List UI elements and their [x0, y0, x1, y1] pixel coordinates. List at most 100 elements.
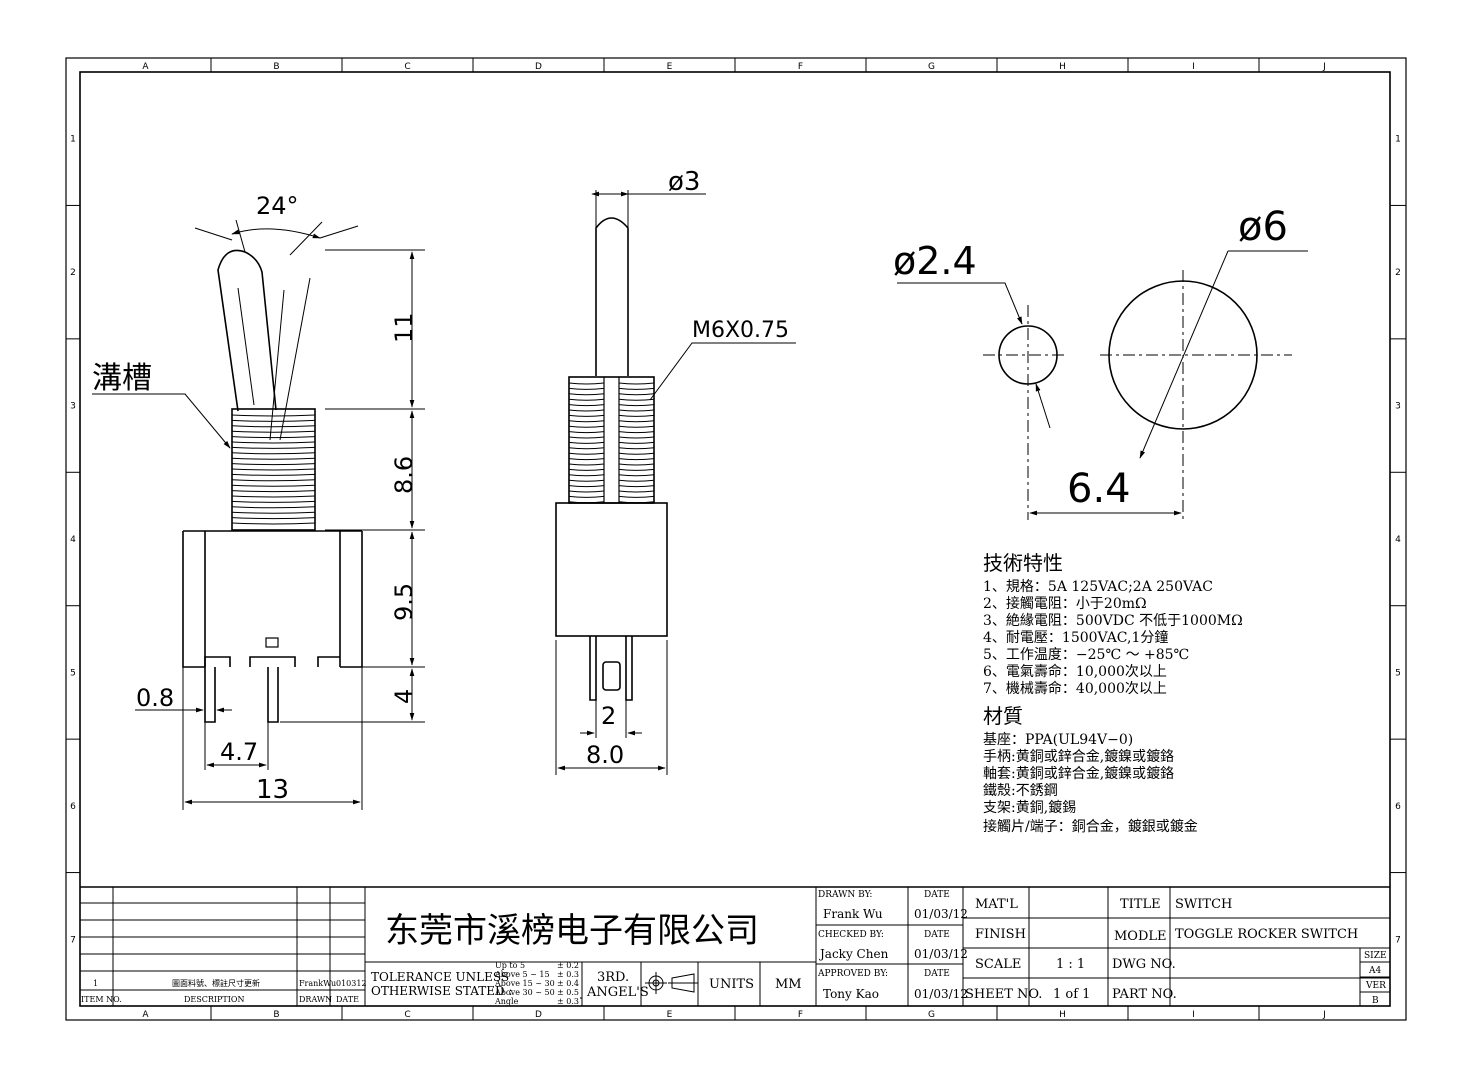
thread-line: [568, 468, 605, 471]
zone-column-label: E: [667, 1010, 673, 1020]
thread-line: [231, 430, 316, 433]
thread-line: [618, 468, 655, 471]
zone-column-label: H: [1059, 1010, 1066, 1020]
date-label: DATE: [924, 890, 950, 900]
thread-line: [568, 387, 605, 390]
thread-line: [231, 463, 316, 466]
ver-value: B: [1372, 996, 1379, 1006]
material-line: 接觸片/端子：銅合金，鍍銀或鍍金: [983, 818, 1198, 835]
drawn-by: Frank Wu: [823, 907, 883, 921]
material-line: 基座：PPA(UL94V−0): [983, 731, 1133, 748]
lever-diameter-label: ø3: [668, 167, 700, 197]
large-hole-label: ø6: [1238, 204, 1288, 250]
materials-heading: 材質: [983, 704, 1023, 728]
angle-label: 24°: [256, 192, 299, 220]
zone-column-label: G: [928, 1010, 935, 1020]
header-description: DESCRIPTION: [184, 995, 244, 1004]
thread-line: [618, 490, 655, 493]
zone-column-label: A: [142, 62, 149, 72]
thread-line: [618, 420, 655, 423]
ver-label: VER: [1365, 981, 1386, 991]
hole-spacing-label: 6.4: [1067, 466, 1131, 512]
tolerance-range: Above 30 ~ 50: [494, 988, 555, 997]
zone-row-label: 7: [1395, 935, 1401, 945]
thread-line: [568, 382, 605, 385]
zone-column-label: C: [404, 1010, 410, 1020]
thread-line: [568, 436, 605, 439]
tolerance-label-2: OTHERWISE STATED :: [371, 984, 513, 998]
thread-line: [231, 452, 316, 455]
sheet-value: 1 of 1: [1053, 987, 1090, 1002]
thread-line: [568, 441, 605, 444]
thread-line: [231, 517, 316, 520]
zone-row-label: 5: [1395, 668, 1401, 678]
company-name: 东莞市溪榜电子有限公司: [385, 911, 759, 951]
thread-line: [618, 414, 655, 417]
thread-line: [618, 387, 655, 390]
thread-label: M6X0.75: [692, 318, 789, 343]
spec-line: 5、工作温度：−25℃ ～ +85℃: [983, 647, 1189, 663]
zone-row-label: 1: [1395, 135, 1401, 145]
thread-line: [618, 436, 655, 439]
cutout-dim-labels: ø2.4 ø6 6.4: [893, 204, 1288, 512]
thread-line: [568, 393, 605, 396]
thread-line: [568, 398, 605, 401]
thread-line: [231, 473, 316, 476]
approved-date: 01/03/12: [914, 987, 968, 1001]
drawn-by-label: DRAWN BY:: [818, 890, 872, 900]
matl-label: MAT'L: [975, 897, 1018, 912]
thread-line: [568, 485, 605, 488]
groove-callout: 溝槽: [92, 361, 152, 396]
thread-line: [618, 431, 655, 434]
approved-by-label: APPROVED BY:: [817, 969, 888, 979]
tolerance-value: ± 0.4: [557, 979, 579, 988]
thread-line: [231, 511, 316, 514]
thread-line: [568, 431, 605, 434]
thread-line: [568, 414, 605, 417]
scale-label: SCALE: [975, 957, 1021, 972]
zone-row-label: 2: [1395, 268, 1401, 278]
body-depth-label: 8.0: [586, 741, 624, 769]
zone-row-label: 3: [1395, 402, 1401, 412]
thread-line: [568, 447, 605, 450]
units-label: UNITS: [709, 977, 754, 992]
thread-line: [568, 474, 605, 477]
thread-line: [231, 506, 316, 509]
zone-column-label: B: [273, 62, 279, 72]
zone-column-label: B: [273, 1010, 279, 1020]
tolerance-label-1: TOLERANCE UNLESS: [371, 970, 509, 984]
thread-line: [618, 447, 655, 450]
zone-row-label: 3: [70, 402, 76, 412]
terminal-length-label: 4: [390, 689, 418, 704]
thread-line: [568, 409, 605, 412]
thread-line: [618, 425, 655, 428]
bushing-length-label: 8.6: [390, 456, 418, 494]
zone-column-label: C: [404, 62, 410, 72]
approved-by: Tony Kao: [823, 987, 879, 1001]
thread-line: [568, 495, 605, 498]
thread-line: [231, 468, 316, 471]
thread-line: [231, 419, 316, 422]
zone-row-label: 6: [1395, 802, 1401, 812]
body-width-label: 13: [256, 775, 289, 805]
size-value: A4: [1368, 966, 1381, 976]
thread-line: [231, 500, 316, 503]
thread-line: [618, 398, 655, 401]
revision-description: 圖面料號、標註尺寸更新: [172, 978, 260, 988]
zone-column-label: E: [667, 62, 673, 72]
terminal-pitch-label: 4.7: [220, 738, 258, 766]
zone-column-label: H: [1059, 62, 1066, 72]
side-view: [182, 249, 363, 723]
thread-line: [618, 495, 655, 498]
thread-line: [568, 458, 605, 461]
thread-line: [568, 404, 605, 407]
thread-line: [618, 382, 655, 385]
revision-date: 010312: [336, 979, 367, 988]
thread-line: [618, 409, 655, 412]
tolerance-value: ± 0.3: [557, 970, 579, 979]
title-block-grid: [80, 886, 1390, 1006]
spec-line: 1、規格：5A 125VAC;2A 250VAC: [983, 579, 1213, 595]
tolerance-value: ± 0.2: [557, 961, 579, 970]
scale-value: 1 : 1: [1056, 957, 1085, 972]
